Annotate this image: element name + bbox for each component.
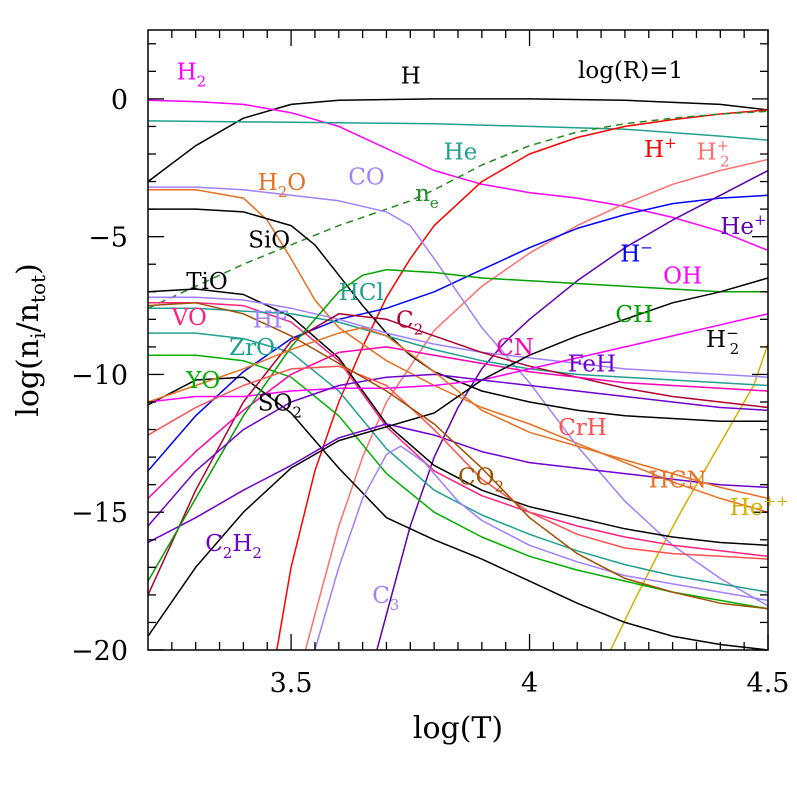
- label-ne: ne: [415, 181, 439, 212]
- label-h2o: H2O: [258, 170, 306, 201]
- series-feh-line: [148, 373, 768, 527]
- label-crh: CrH: [558, 415, 607, 441]
- label-h2: H2: [177, 60, 207, 91]
- label-h: H: [401, 64, 421, 90]
- series-zro-line: [148, 332, 768, 593]
- x-tick-label: 4: [521, 668, 538, 699]
- label-cn: CN: [496, 335, 534, 361]
- x-tick-label: 3.5: [270, 668, 313, 699]
- label-hplus: H+: [644, 134, 677, 163]
- label-co2: CO2: [458, 465, 504, 496]
- label-sio: SiO: [248, 228, 290, 254]
- label-co: CO: [348, 164, 384, 190]
- label-zro: ZrO: [229, 335, 275, 361]
- series-he-line: [148, 120, 768, 141]
- y-tick-label: 0: [111, 85, 128, 116]
- series-hminus-line: [148, 194, 768, 472]
- series-c2-line: [148, 313, 768, 596]
- label-he: He: [444, 140, 478, 166]
- y-tick-label: −20: [71, 636, 128, 667]
- series-co2-line: [148, 302, 768, 610]
- label-feh: FeH: [568, 352, 616, 378]
- series-ch-line: [148, 268, 768, 582]
- series-tio-line: [148, 288, 768, 547]
- label-ch: CH: [615, 302, 653, 328]
- x-tick-label: 4.5: [747, 668, 790, 699]
- series-h2plus-line: [304, 158, 768, 650]
- ticks-layer: 3.5 4 4.5 0 −5 −10 −15 −20: [71, 30, 789, 699]
- series-h-line: [148, 98, 768, 183]
- y-tick-label: −10: [71, 360, 128, 391]
- label-hf: HF: [253, 308, 289, 334]
- label-yo: YO: [185, 368, 220, 394]
- label-c2: C2: [396, 308, 423, 339]
- label-heplus: He+: [720, 211, 766, 240]
- series-oh-line: [148, 313, 768, 403]
- series-hcn-line: [148, 326, 768, 500]
- series-crh-line: [148, 365, 768, 560]
- series-vo-line: [148, 302, 768, 558]
- series-hplus-line: [276, 109, 768, 650]
- series-c2h2-line: [148, 423, 768, 544]
- series-heplus-line: [376, 169, 768, 650]
- x-axis-title: log(T): [413, 711, 503, 746]
- series-h2o-line: [148, 189, 768, 513]
- series-co-line: [148, 186, 768, 607]
- series-h2minus-line: [148, 277, 768, 637]
- log-r-annotation: log(R)=1: [578, 58, 683, 84]
- label-hcl: HCl: [339, 280, 384, 306]
- y-tick-label: −5: [88, 223, 128, 254]
- series-hcl-line: [148, 307, 768, 387]
- series-ne-line: [148, 110, 768, 309]
- label-c2h2: C2H2: [205, 531, 262, 562]
- label-hminus: H−: [620, 239, 653, 268]
- label-hcn: HCN: [649, 467, 707, 493]
- series-h2-line: [148, 99, 768, 252]
- label-oh: OH: [663, 264, 702, 290]
- series-sio-line: [148, 208, 768, 423]
- label-c3: C3: [372, 583, 399, 614]
- series-c3-line: [314, 445, 768, 650]
- label-h2plus: H+2: [697, 137, 730, 171]
- series-hf-line: [148, 296, 768, 378]
- label-vo: VO: [171, 305, 207, 331]
- label-so2: SO2: [258, 390, 302, 421]
- y-tick-label: −15: [71, 498, 128, 529]
- curves-layer: [148, 98, 768, 650]
- y-axis-title: log(ni/ntot): [11, 263, 50, 417]
- label-hepp: He++: [730, 492, 789, 521]
- label-h2minus: H−2: [706, 324, 739, 358]
- label-tio: TiO: [186, 269, 228, 295]
